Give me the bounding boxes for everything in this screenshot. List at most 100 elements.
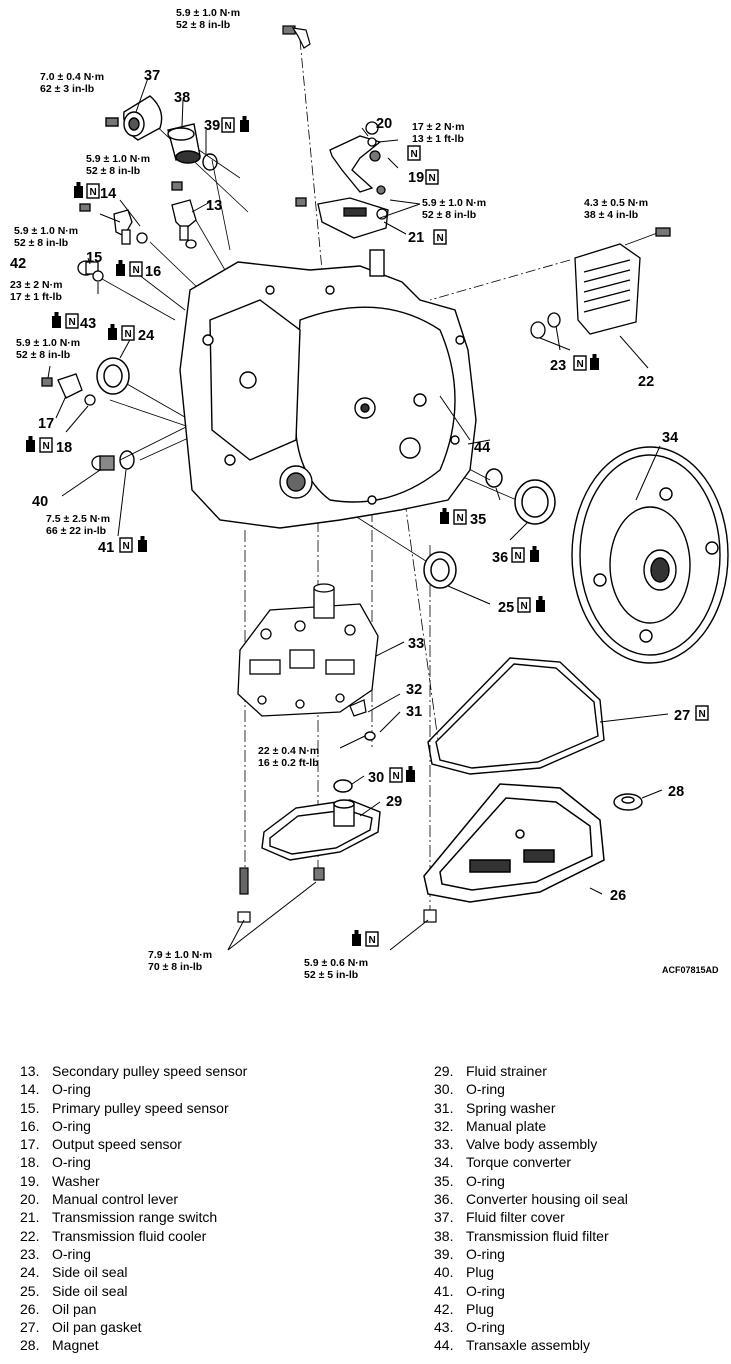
legend-item-label: Oil pan	[52, 1300, 97, 1317]
legend-item-number: 18.	[20, 1154, 40, 1171]
callout-37: 37	[144, 68, 160, 84]
legend-item-number: 36.	[434, 1191, 454, 1208]
callout-40: 40	[32, 494, 48, 510]
legend-item-label: Manual control lever	[52, 1191, 179, 1208]
oil-can-icon-18	[26, 436, 35, 452]
callout-16: 16	[145, 264, 161, 280]
transaxle-assembly	[179, 249, 477, 529]
n-code-24: N	[125, 329, 132, 340]
legend-item-number: 25.	[20, 1282, 40, 1299]
torque-15-line2: 52 ± 8 in-lb	[14, 237, 68, 249]
legend-item: 40.Plug	[434, 1263, 628, 1281]
legend-item: 26. Oil pan	[20, 1300, 247, 1318]
legend-item-number: 27.	[20, 1319, 40, 1336]
legend-item-label: Plug	[466, 1300, 495, 1317]
torque-top-line1: 5.9 ± 1.0 N·m	[176, 7, 240, 19]
legend-item-number: 16.	[20, 1117, 40, 1134]
legend-item-label: Magnet	[52, 1337, 99, 1354]
oil-can-icon-25	[536, 596, 545, 612]
n-code-30: N	[393, 771, 400, 782]
legend-item: 18.O-ring	[20, 1153, 247, 1171]
magnet	[613, 793, 643, 811]
legend-item-label: Fluid strainer	[466, 1063, 547, 1079]
n-code-41: N	[123, 541, 130, 552]
torque-bolt-line2: 70 ± 8 in-lb	[148, 961, 202, 973]
oil-pan-gasket	[427, 657, 605, 775]
oil-can-icon-43	[52, 312, 61, 328]
legend-item-label: Transaxle assembly	[466, 1337, 590, 1354]
legend-item: 36. Converter housing oil seal	[434, 1190, 628, 1208]
legend-item: 14.O-ring	[20, 1080, 247, 1098]
legend-item-label: O-ring	[52, 1117, 91, 1134]
callout-27: 27	[674, 708, 690, 724]
legend-item-number: 26.	[20, 1300, 40, 1317]
torque-31-line1: 22 ± 0.4 N·m	[258, 745, 319, 757]
legend-item-number: 42.	[434, 1300, 454, 1317]
torque-20-line2: 13 ± 1 ft-lb	[412, 133, 464, 145]
legend-item: 41. O-ring	[434, 1282, 628, 1300]
callout-31: 31	[406, 704, 422, 720]
legend-item-label: Washer	[52, 1172, 100, 1189]
callout-18: 18	[56, 440, 72, 456]
legend-item-number: 17.	[20, 1136, 40, 1153]
legend-item-number: 20.	[20, 1191, 40, 1208]
legend-item-label: O-ring	[466, 1172, 505, 1189]
n-code-18: N	[43, 441, 50, 452]
legend-item-label: Converter housing oil seal	[466, 1191, 628, 1208]
legend-item-label: Output speed sensor	[52, 1136, 182, 1153]
side-oil-seal-25	[423, 551, 457, 589]
fluid-strainer	[261, 799, 381, 861]
legend-item-number: 14.	[20, 1081, 40, 1098]
o-ring-35	[485, 468, 503, 488]
legend-item: 28. Magnet	[20, 1336, 247, 1354]
transmission-fluid-filter	[167, 123, 201, 164]
manual-plate	[349, 699, 367, 717]
callout-25: 25	[498, 600, 514, 616]
legend-item-label: O-ring	[52, 1245, 91, 1262]
callout-28: 28	[668, 784, 684, 800]
legend-item-number: 44.	[434, 1337, 454, 1354]
callout-22: 22	[638, 374, 654, 390]
side-oil-seal-24	[96, 357, 130, 395]
torque-20-line1: 17 ± 2 N·m	[412, 121, 464, 133]
torque-17-line1: 5.9 ± 1.0 N·m	[16, 337, 80, 349]
legend-item-label: O-ring	[466, 1081, 505, 1098]
oil-can-icon-24	[108, 324, 117, 340]
legend-item-label: O-ring	[466, 1282, 505, 1299]
torque-spec-labels: 5.9 ± 1.0 N·m 52 ± 8 in-lb 7.0 ± 0.4 N·m…	[10, 7, 648, 981]
callout-30: 30	[368, 770, 384, 786]
legend-item-number: 29.	[434, 1063, 454, 1079]
callout-26: 26	[610, 888, 626, 904]
legend-item-label: Valve body assembly	[466, 1136, 598, 1153]
legend-item-number: 35.	[434, 1172, 454, 1189]
callout-33: 33	[408, 636, 424, 652]
oil-pan	[423, 783, 605, 903]
callout-34: 34	[662, 430, 678, 446]
callout-17: 17	[38, 416, 54, 432]
transmission-range-switch	[295, 197, 389, 239]
o-ring-39	[202, 153, 218, 171]
primary-pulley-speed-sensor	[79, 203, 148, 245]
bottom-bolts	[237, 867, 437, 923]
legend-item-number: 13.	[20, 1063, 40, 1079]
legend-item-number: 28.	[20, 1337, 40, 1354]
valve-body-assembly	[237, 583, 379, 717]
callout-29: 29	[386, 794, 402, 810]
legend-item: 38.Transmission fluid filter	[434, 1227, 628, 1245]
oil-can-icon-pan-bolt	[352, 930, 361, 946]
legend-item-number: 24.	[20, 1264, 40, 1281]
torque-42-line1: 23 ± 2 N·m	[10, 279, 62, 291]
callout-41: 41	[98, 540, 114, 556]
legend-item: 43.O-ring	[434, 1318, 628, 1336]
legend-item: 16. O-ring	[20, 1117, 247, 1135]
callout-23: 23	[550, 358, 566, 374]
legend-item: 37.Fluid filter cover	[434, 1208, 628, 1226]
legend-item-label: Transmission range switch	[52, 1209, 218, 1226]
converter-housing-oil-seal	[514, 479, 556, 525]
callout-20: 20	[376, 116, 392, 132]
n-code-20: N	[411, 149, 418, 160]
torque-21-line2: 52 ± 8 in-lb	[422, 209, 476, 221]
callout-14: 14	[100, 186, 116, 202]
legend-item: 23.O-ring	[20, 1245, 247, 1263]
legend-item-number: 41.	[434, 1282, 454, 1299]
